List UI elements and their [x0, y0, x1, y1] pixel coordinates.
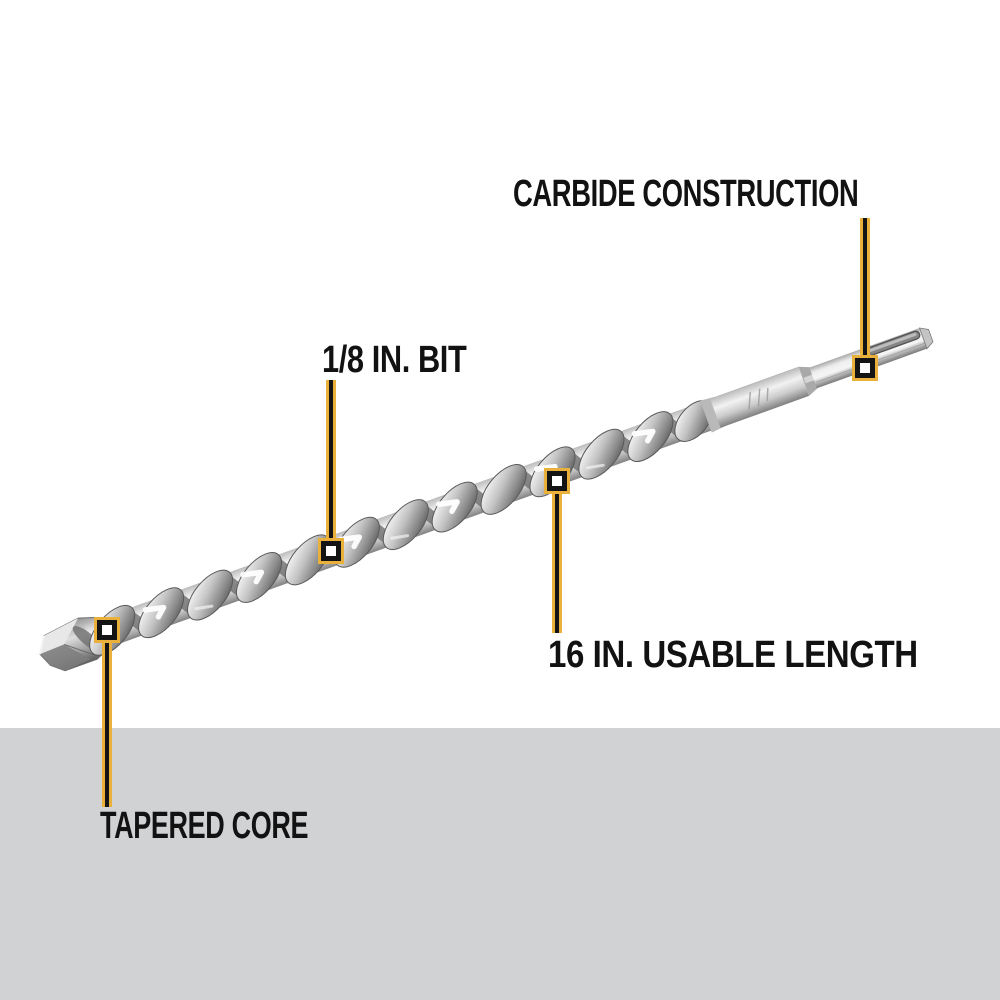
etched-marking — [748, 387, 769, 410]
callout-label-bit-diameter: 1/8 IN. BIT — [322, 339, 467, 381]
floor-band — [0, 728, 1000, 1000]
callout-marker-tapered-core — [94, 617, 120, 643]
callout-line-carbide-construction — [860, 218, 870, 358]
callout-line-usable-length — [552, 494, 562, 633]
callout-marker-carbide-construction — [852, 355, 878, 381]
callout-marker-usable-length — [544, 468, 570, 494]
spiral-flute-section — [72, 400, 714, 656]
callout-marker-bit-diameter — [318, 538, 344, 564]
callout-label-carbide-construction: CARBIDE CONSTRUCTION — [513, 173, 859, 215]
collar — [700, 366, 810, 433]
callout-line-tapered-core — [102, 643, 112, 807]
callout-label-usable-length: 16 IN. USABLE LENGTH — [548, 634, 918, 676]
callout-line-bit-diameter — [326, 380, 336, 538]
callout-label-tapered-core: TAPERED CORE — [100, 805, 309, 847]
